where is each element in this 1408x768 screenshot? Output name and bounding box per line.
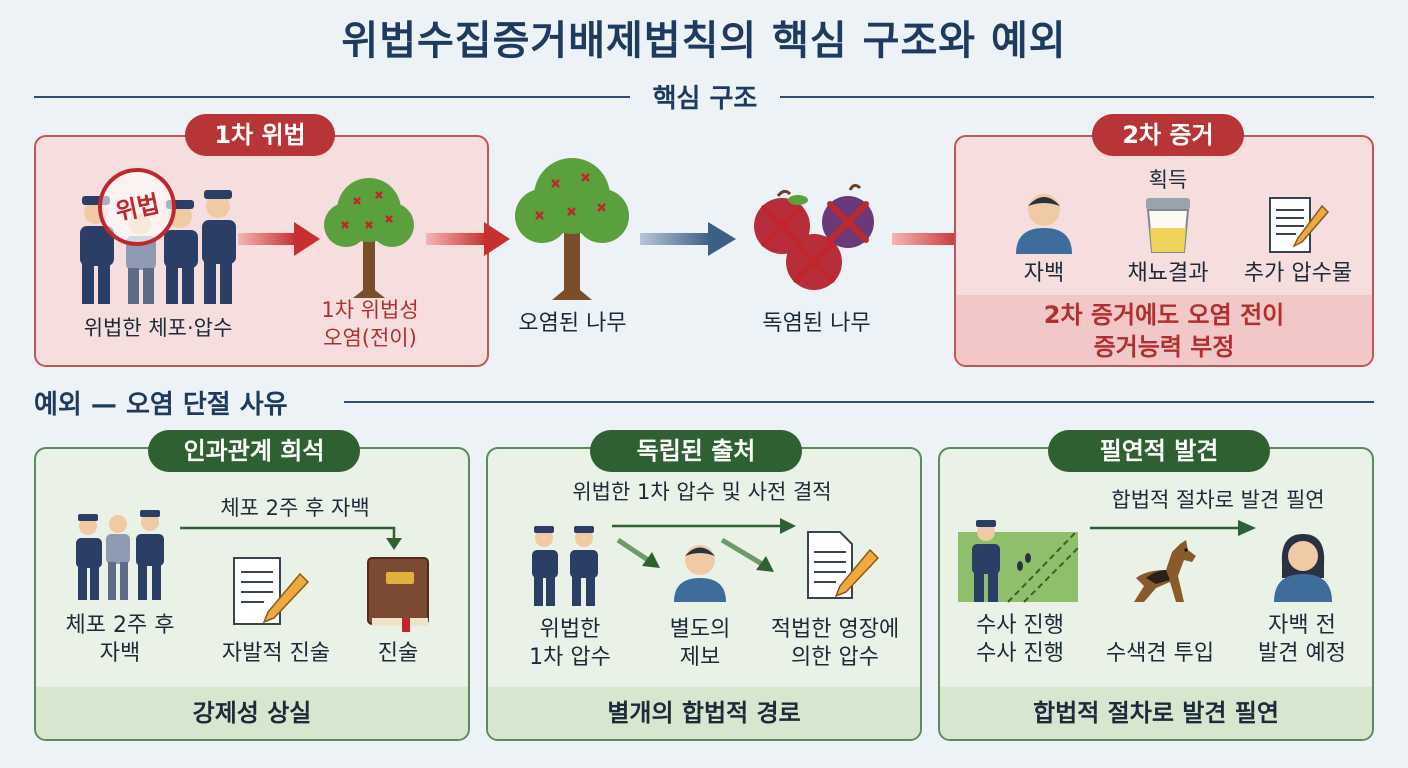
independent-item-warrant: 적법한 영장에 의한 압수 (770, 617, 900, 670)
arrow-diagonal-icon (612, 518, 796, 572)
violation-stamp (98, 168, 176, 246)
police-arrest-icon (76, 510, 164, 600)
dilution-footer: 강제성 상실 (36, 687, 468, 739)
poisoned-tree-label: 오염된 나무 (518, 311, 627, 336)
exceptions-section-label: 예외 — 오염 단절 사유 (34, 390, 288, 420)
independent-item-seizure: 위법한 1차 압수 (529, 617, 611, 670)
secondary-evidence-footer: 2차 증거에도 오염 전이 증거능력 부정 (956, 295, 1372, 365)
urine-sample-icon (1146, 198, 1190, 253)
tree-label-line2: 오염(전이) (323, 326, 417, 350)
independent-arrow-text: 위법한 1차 압수 및 사전 결적 (572, 480, 832, 504)
secondary-footer-line2: 증거능력 부정 (1093, 333, 1235, 361)
arrow-right-icon (238, 222, 320, 256)
independent-item-tip: 별도의 제보 (669, 617, 731, 670)
dilution-item-voluntary: 자발적 진술 (221, 641, 331, 666)
document-pen-icon (807, 531, 880, 599)
contaminated-tree-icon (324, 178, 414, 298)
dilution-item-confession: 체포 2주 후 자백 (65, 613, 175, 666)
section-rule-right (780, 96, 1374, 98)
inevitable-item-dog: 수색견 투입 (1105, 641, 1215, 666)
person-icon (674, 545, 726, 602)
arrow-right-icon (1090, 520, 1256, 536)
investigation-field-icon (958, 520, 1079, 603)
secondary-item-confession: 자백 (1023, 261, 1065, 286)
acquired-label: 획득 (1148, 168, 1188, 192)
document-pen-icon (1269, 197, 1330, 253)
secondary-evidence-badge: 2차 증거 (1092, 114, 1244, 156)
independent-footer: 별개의 합법적 경로 (488, 687, 920, 739)
inevitable-item-investigation: 수사 진행 수사 진행 (976, 613, 1064, 666)
exceptions-rule (344, 401, 1374, 403)
document-pen-icon (233, 557, 310, 625)
tree-label-line1: 1차 위법성 (321, 298, 419, 322)
poisoned-tree-icon (515, 158, 629, 300)
person-icon (1016, 194, 1072, 254)
secondary-item-seizure: 추가 압수물 (1243, 261, 1353, 286)
inevitable-item-discovery: 자백 전 발견 예정 (1258, 613, 1346, 666)
poisoned-fruit-icon (754, 183, 874, 290)
search-dog-icon (1134, 540, 1196, 602)
arrow-right-icon (180, 526, 402, 550)
arrow-right-icon (426, 222, 510, 256)
exception-badge-independent: 독립된 출처 (590, 430, 802, 472)
poisoned-fruit-label: 독염된 나무 (762, 311, 871, 336)
page-title: 위법수집증거배제법칙의 핵심 구조와 예외 (341, 18, 1067, 64)
exception-badge-dilution: 인과관계 희석 (148, 430, 360, 472)
inevitable-footer: 합법적 절차로 발견 필연 (940, 687, 1372, 739)
secondary-footer-line1: 2차 증거에도 오염 전이 (1043, 301, 1285, 329)
primary-violation-badge: 1차 위법 (185, 114, 335, 156)
section-rule-left (34, 96, 630, 98)
arrest-label: 위법한 체포·압수 (83, 316, 233, 340)
dilution-item-statement: 진술 (377, 641, 419, 666)
core-section-label: 핵심 구조 (652, 84, 758, 114)
secondary-item-urine: 채뇨결과 (1127, 261, 1209, 286)
police-arrest-icon (532, 526, 598, 606)
dilution-arrow-text: 체포 2주 후 자백 (220, 496, 370, 520)
statement-book-icon (367, 557, 429, 632)
person-icon (1274, 534, 1332, 602)
inevitable-arrow-text: 합법적 절차로 발견 필연 (1111, 488, 1325, 512)
exception-badge-inevitable: 필연적 발견 (1048, 430, 1270, 472)
arrow-right-icon (640, 222, 736, 256)
